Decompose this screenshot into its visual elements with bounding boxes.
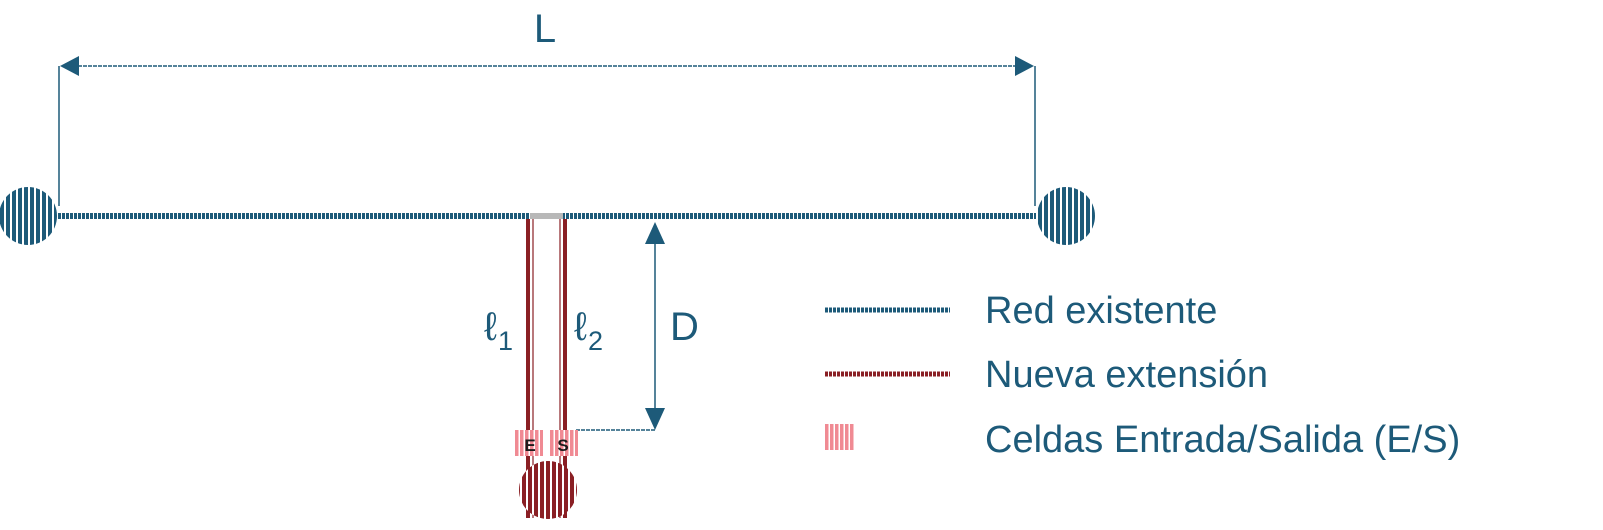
entry-cell: [514, 430, 543, 456]
exit-cell: [549, 430, 578, 456]
l1-subscript: 1: [498, 326, 513, 356]
l2-label: ℓ2: [574, 305, 603, 356]
arrow-left-icon: [60, 56, 79, 76]
right-node: [1037, 187, 1095, 245]
legend: Red existente Nueva extensión Celdas Ent…: [825, 290, 1460, 461]
length-label: L: [534, 7, 556, 51]
new-node: [519, 461, 577, 519]
legend-label-existing: Red existente: [985, 290, 1217, 332]
l1-label: ℓ1: [484, 305, 513, 356]
exit-cell-label: S: [557, 436, 568, 455]
length-dimension: [58, 56, 1036, 206]
legend-label-new: Nueva extensión: [985, 354, 1268, 396]
arrow-up-icon: [645, 222, 665, 244]
l2-subscript: 2: [588, 326, 603, 356]
arrow-down-icon: [645, 408, 665, 430]
distance-dimension: [576, 222, 665, 431]
left-node: [0, 187, 57, 245]
legend-label-cell: Celdas Entrada/Salida (E/S): [985, 419, 1460, 461]
entry-cell-label: E: [524, 436, 535, 455]
arrow-right-icon: [1015, 56, 1034, 76]
distance-label: D: [670, 305, 699, 349]
legend-swatch-cell: [825, 424, 855, 450]
